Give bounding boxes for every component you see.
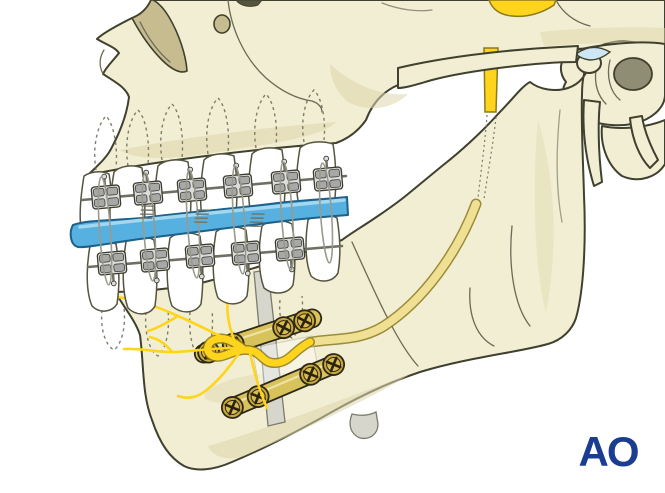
inferior-border-tab bbox=[349, 411, 379, 440]
ao-logo: AO bbox=[579, 428, 638, 475]
infraorbital-foramen bbox=[213, 14, 231, 34]
tmj-disc bbox=[574, 46, 612, 61]
styloid-process-2 bbox=[629, 115, 659, 169]
suture-line bbox=[227, 0, 323, 113]
temporal-fossa-edge bbox=[235, 0, 263, 7]
bone-plate-inferior bbox=[217, 349, 349, 423]
orbit bbox=[131, 0, 188, 73]
mandible bbox=[100, 46, 612, 471]
nerve-canal-dotted bbox=[483, 116, 497, 200]
upper-tooth-roots bbox=[94, 89, 326, 171]
zygomatic-arch bbox=[397, 45, 579, 89]
archwire-upper bbox=[80, 174, 348, 202]
styloid-process bbox=[582, 99, 603, 187]
suture-line bbox=[555, 0, 591, 27]
ear-canal bbox=[613, 57, 653, 91]
nerve-canal-dotted bbox=[477, 114, 488, 199]
ligature-wires bbox=[97, 161, 334, 286]
inferior-alveolar-nerve bbox=[306, 198, 482, 348]
